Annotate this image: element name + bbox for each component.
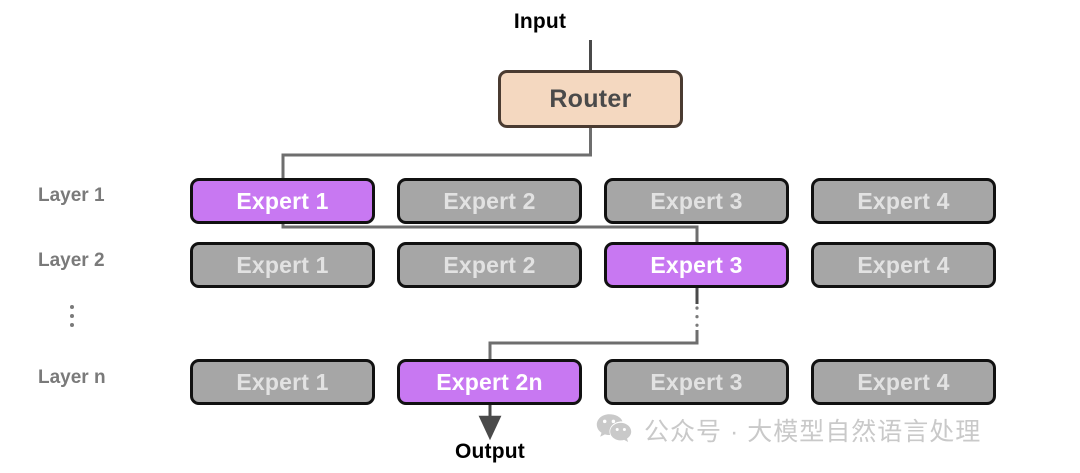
- expert-label: Expert 4: [857, 251, 950, 278]
- expert-box-layer2-col2[interactable]: Expert 2: [397, 242, 582, 288]
- expert-box-layern-col4[interactable]: Expert 4: [811, 359, 996, 405]
- wechat-icon: [596, 413, 632, 448]
- layer-label-1: Layer 1: [38, 185, 105, 206]
- expert-label: Expert 4: [857, 187, 950, 214]
- ellipsis-dot: [70, 305, 74, 309]
- expert-box-layer1-col2[interactable]: Expert 2: [397, 178, 582, 224]
- layer-label-n: Layer n: [38, 367, 106, 388]
- expert-box-layer2-col1[interactable]: Expert 1: [190, 242, 375, 288]
- expert-box-layern-col1[interactable]: Expert 1: [190, 359, 375, 405]
- ellipsis-dot: [70, 323, 74, 327]
- expert-box-layer1-col1[interactable]: Expert 1: [190, 178, 375, 224]
- expert-label: Expert 3: [650, 187, 743, 214]
- omitted-layers-ellipsis: [70, 305, 74, 327]
- expert-box-layern-col3[interactable]: Expert 3: [604, 359, 789, 405]
- expert-label: Expert 3: [650, 251, 743, 278]
- expert-label: Expert 1: [236, 368, 329, 395]
- expert-label: Expert 2: [443, 187, 536, 214]
- expert-box-layer1-col3[interactable]: Expert 3: [604, 178, 789, 224]
- router-box[interactable]: Router: [498, 70, 683, 128]
- watermark-text: 公众号 · 大模型自然语言处理: [644, 418, 982, 446]
- ellipsis-dot: [70, 314, 74, 318]
- expert-box-layer2-col4[interactable]: Expert 4: [811, 242, 996, 288]
- router-label: Router: [549, 84, 632, 113]
- output-label: Output: [454, 440, 525, 463]
- wire-omitted-to-layern-expert2n: [488, 330, 699, 359]
- expert-label: Expert 1: [236, 251, 329, 278]
- expert-box-layer1-col4[interactable]: Expert 4: [811, 178, 996, 224]
- expert-label: Expert 2: [443, 251, 536, 278]
- expert-label: Expert 1: [236, 187, 329, 214]
- expert-label: Expert 3: [650, 368, 743, 395]
- watermark: 公众号 · 大模型自然语言处理: [596, 412, 981, 448]
- wire-router-to-layer1-expert1: [281, 128, 592, 178]
- expert-label: Expert 2n: [436, 368, 543, 395]
- expert-label: Expert 4: [857, 368, 950, 395]
- wire-layer1-expert1-to-layer2-expert3: [281, 224, 699, 242]
- input-label: Input: [513, 10, 567, 33]
- layer-label-2: Layer 2: [38, 250, 105, 271]
- expert-box-layern-col2[interactable]: Expert 2n: [397, 359, 582, 405]
- expert-box-layer2-col3[interactable]: Expert 3: [604, 242, 789, 288]
